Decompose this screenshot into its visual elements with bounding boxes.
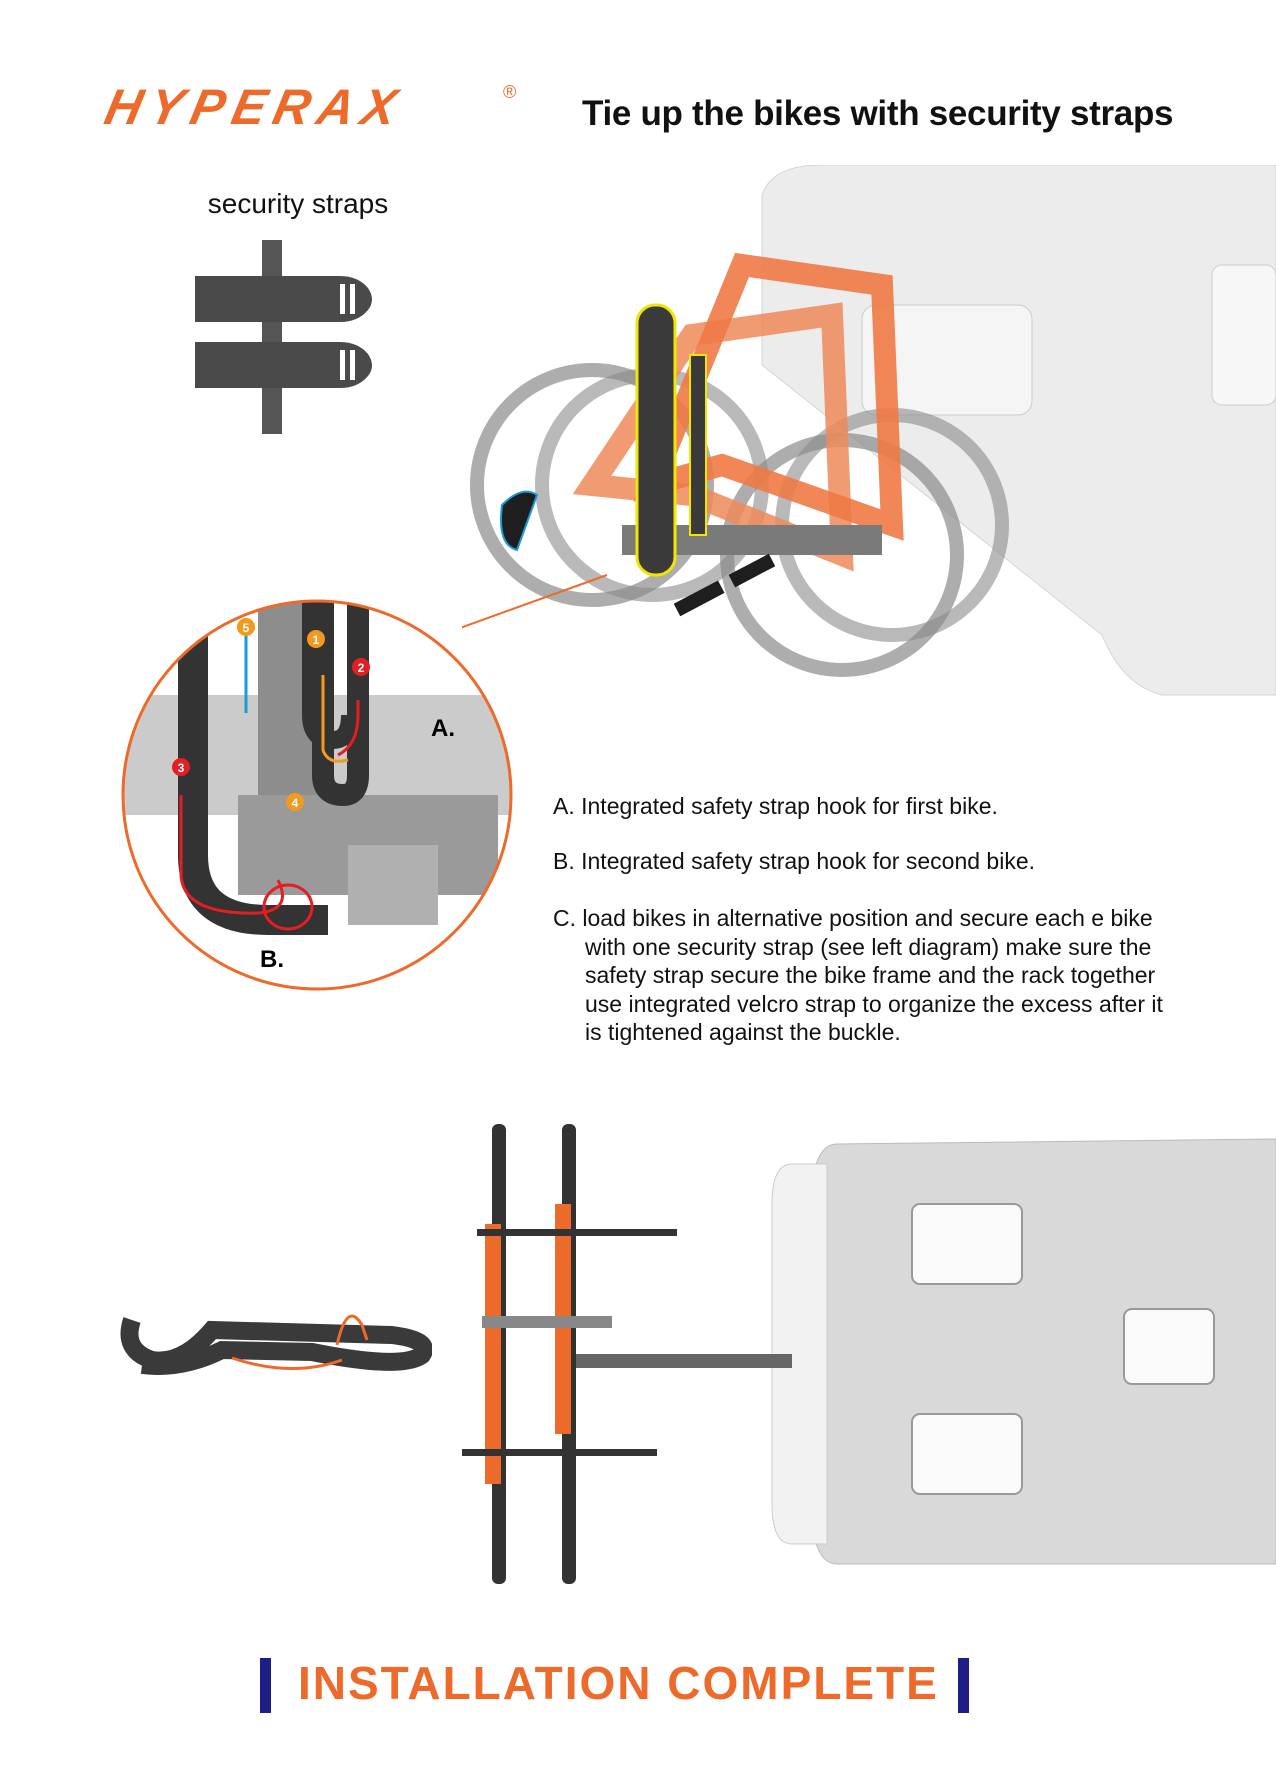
instruction-c-line: is tightened against the buckle.	[585, 1019, 901, 1045]
step-1-badge: 1	[313, 633, 320, 647]
footer-bar-right	[958, 1658, 969, 1713]
step-4-badge: 4	[292, 796, 299, 810]
top-view-illustration	[462, 1124, 1276, 1584]
callout-b: B.	[260, 946, 284, 973]
callout-a: A.	[431, 715, 455, 742]
step-5-badge: 5	[243, 621, 250, 635]
instruction-c-line: use integrated velcro strap to organize …	[585, 990, 1163, 1017]
footer-bar-left	[260, 1658, 271, 1713]
page-title: Tie up the bikes with security straps	[582, 94, 1174, 133]
installation-complete-banner: INSTALLATION COMPLETE	[298, 1657, 939, 1709]
hyperax-logo: HYPERAX	[100, 79, 410, 135]
instruction-c-line: C. load bikes in alternative position an…	[553, 905, 1153, 931]
step-2-badge: 2	[358, 661, 365, 675]
security-straps-label: security straps	[207, 188, 389, 219]
registered-mark: ®	[503, 82, 517, 102]
instruction-a: A. Integrated safety strap hook for firs…	[553, 793, 998, 819]
strap-hook-detail-diagram: 5 1 2 3 4 A. B.	[121, 599, 513, 991]
strap-loop-illustration	[120, 1314, 432, 1375]
instruction-c-line: with one security strap (see left diagra…	[585, 933, 1152, 960]
instruction-b: B. Integrated safety strap hook for seco…	[553, 848, 1036, 874]
bikes-on-rack-illustration	[462, 165, 1276, 696]
security-straps-illustration	[195, 240, 372, 434]
step-3-badge: 3	[178, 761, 185, 775]
instruction-c-line: safety strap secure the bike frame and t…	[585, 962, 1156, 988]
instruction-c: C. load bikes in alternative position an…	[553, 904, 1163, 1047]
